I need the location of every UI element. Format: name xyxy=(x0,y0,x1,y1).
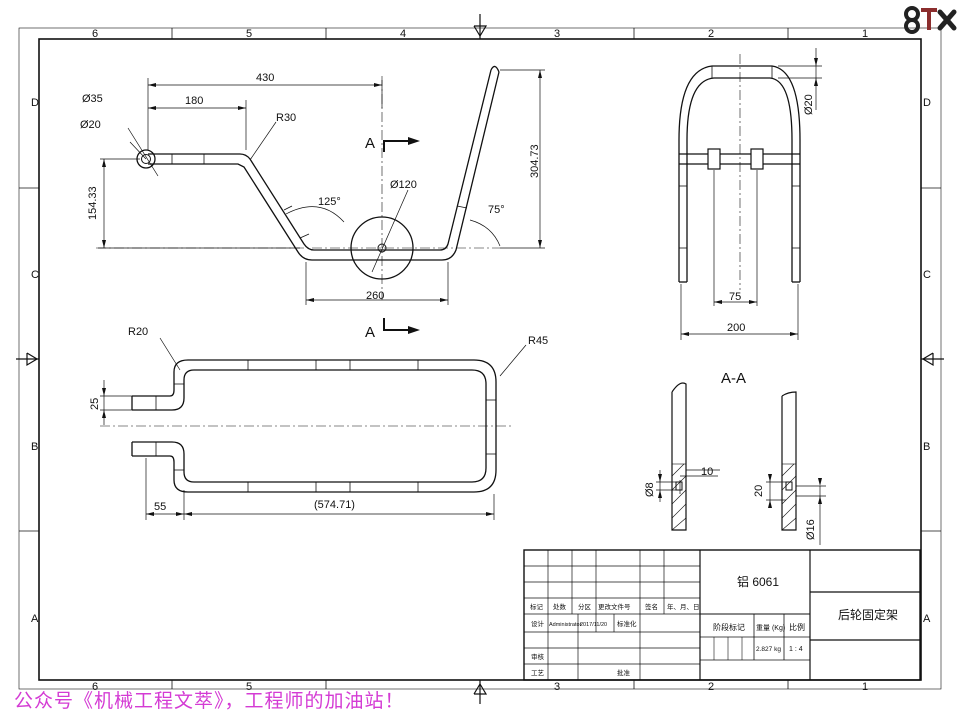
section-title: A-A xyxy=(721,370,746,387)
zone-row-b: B xyxy=(31,441,38,453)
dim-r45: R45 xyxy=(528,335,548,347)
bottom-center-arrow-icon xyxy=(473,680,488,704)
right-center-arrow-icon xyxy=(921,352,944,367)
watermark-text: 公众号《机械工程文萃》，工程师的加油站！ xyxy=(14,690,405,712)
dim-180: 180 xyxy=(185,95,203,107)
dim-304: 304.73 xyxy=(529,144,541,178)
row-process-label: 工艺 xyxy=(531,669,545,677)
zone-col-5-bottom: 5 xyxy=(246,681,252,693)
zone-col-6-bottom: 6 xyxy=(92,681,98,693)
section-mark-a-bottom: A xyxy=(365,324,375,341)
scale-label: 比例 xyxy=(789,622,805,632)
dim-side-d20: Ø20 xyxy=(803,94,815,115)
zone-col-1: 1 xyxy=(862,28,868,40)
designer-name: Administrator xyxy=(549,622,582,628)
dim-r20: R20 xyxy=(128,326,148,338)
drawing-frame xyxy=(18,27,942,690)
dim-154: 154.33 xyxy=(87,186,99,220)
scale-value: 1 : 4 xyxy=(789,646,803,653)
title-block xyxy=(523,549,921,681)
zone-col-3-bottom: 3 xyxy=(554,681,560,693)
row-std-label: 标准化 xyxy=(617,619,637,628)
section-mark-a-top: A xyxy=(365,135,375,152)
row-design-label: 设计 xyxy=(531,619,545,628)
dim-55: 55 xyxy=(154,501,166,513)
zone-row-a: A xyxy=(31,613,39,625)
zone-col-2: 2 xyxy=(708,28,714,40)
dim-430: 430 xyxy=(256,72,274,84)
dim-75deg: 75° xyxy=(488,204,505,216)
title-block-text: 铝 6061 后轮固定架 标记 处数 分区 更改文件号 签名 年、月、日 设计 … xyxy=(530,574,898,677)
dim-d8: Ø8 xyxy=(644,482,656,497)
hdr-mark: 标记 xyxy=(530,602,544,611)
zone-col-3: 3 xyxy=(554,28,560,40)
weight-value: 2.827 kg xyxy=(756,646,781,653)
zone-col-6: 6 xyxy=(92,28,98,40)
hdr-sign: 签名 xyxy=(645,602,658,611)
top-center-arrow-icon xyxy=(473,14,488,39)
zone-col-2-bottom: 2 xyxy=(708,681,714,693)
dim-d35: Ø35 xyxy=(82,93,103,105)
weight-label: 重量 (Kg) xyxy=(756,624,785,632)
zone-col-1-bottom: 1 xyxy=(862,681,868,693)
dim-r30: R30 xyxy=(276,112,296,124)
dim-20: 20 xyxy=(753,485,765,497)
front-view xyxy=(96,65,545,334)
top-view xyxy=(100,337,527,520)
dim-75: 75 xyxy=(729,291,741,303)
material-label: 铝 6061 xyxy=(737,574,779,589)
design-date: 2017/11/20 xyxy=(580,622,607,628)
dim-200: 200 xyxy=(727,322,745,334)
dim-260: 260 xyxy=(366,290,384,302)
dim-d16: Ø16 xyxy=(805,519,817,540)
part-name: 后轮固定架 xyxy=(838,607,898,622)
hdr-change-doc: 更改文件号 xyxy=(598,602,631,611)
zone-row-c: C xyxy=(31,269,39,281)
dim-125deg: 125° xyxy=(318,196,341,208)
left-center-arrow-icon xyxy=(16,352,39,367)
section-view-labels: A-A 10 Ø8 20 Ø16 xyxy=(644,370,817,540)
dim-25: 25 xyxy=(89,398,101,410)
dim-d20: Ø20 xyxy=(80,119,101,131)
hdr-count: 处数 xyxy=(553,602,567,611)
zone-row-d-right: D xyxy=(923,97,931,109)
row-check-label: 审核 xyxy=(531,652,545,661)
front-view-labels: Ø35 Ø20 180 430 R30 125° Ø120 75° 260 15… xyxy=(80,72,541,341)
section-view xyxy=(656,382,826,545)
dim-d120: Ø120 xyxy=(390,179,417,191)
side-view xyxy=(678,48,822,340)
row-approve-label: 批准 xyxy=(617,668,631,677)
hdr-zone: 分区 xyxy=(578,602,592,611)
zone-labels: 6 5 4 3 2 1 6 5 3 2 1 D C B A D C B A xyxy=(31,28,931,693)
dim-574: (574.71) xyxy=(314,499,355,511)
zone-row-d: D xyxy=(31,97,39,109)
zone-row-a-right: A xyxy=(923,613,931,625)
zone-row-b-right: B xyxy=(923,441,930,453)
hdr-date: 年、月、日 xyxy=(667,602,700,611)
top-view-labels: R20 R45 25 55 (574.71) xyxy=(89,326,548,513)
brand-logo-icon xyxy=(904,6,957,34)
stage-label: 阶段标记 xyxy=(713,622,745,632)
zone-row-c-right: C xyxy=(923,269,931,281)
side-view-labels: Ø20 75 200 xyxy=(727,94,815,334)
dim-10: 10 xyxy=(701,466,713,478)
zone-col-5: 5 xyxy=(246,28,252,40)
zone-col-4: 4 xyxy=(400,28,406,40)
